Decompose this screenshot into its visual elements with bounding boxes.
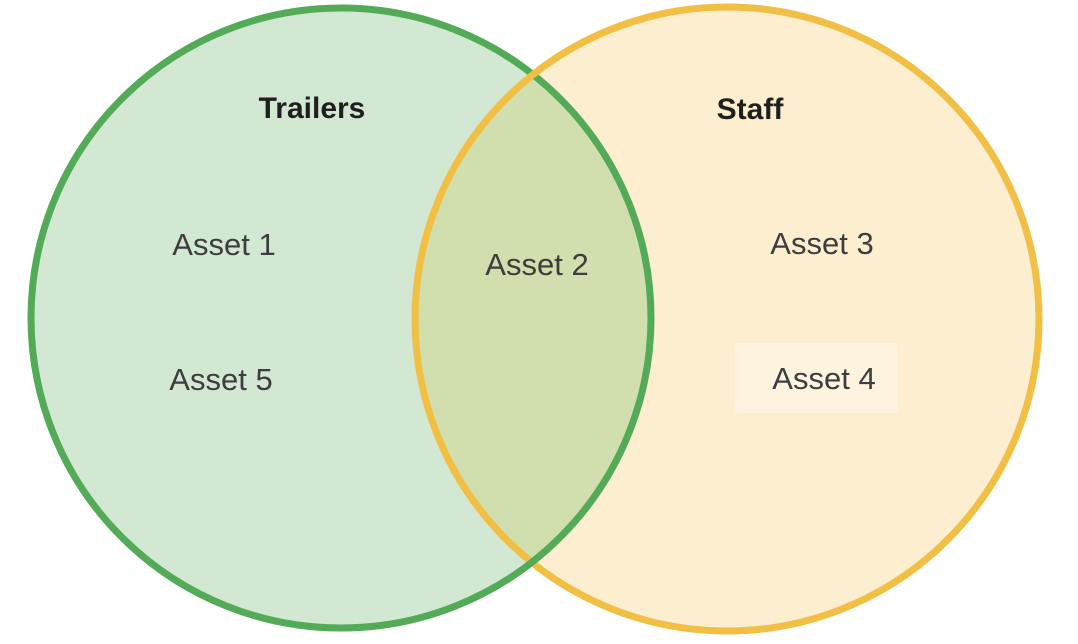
- staff-circle-outline: [411, 3, 1043, 635]
- set-label-staff: Staff: [717, 93, 785, 126]
- item-asset-1: Asset 1: [172, 227, 275, 262]
- intersection-region: [415, 8, 651, 628]
- set-label-trailers: Trailers: [259, 92, 366, 125]
- asset-4-highlight: [735, 343, 898, 413]
- item-asset-4: Asset 4: [772, 361, 875, 396]
- trailers-circle-outline: [27, 4, 655, 632]
- item-asset-3: Asset 3: [770, 226, 873, 261]
- item-asset-5: Asset 5: [169, 362, 272, 397]
- item-asset-2: Asset 2: [485, 247, 588, 282]
